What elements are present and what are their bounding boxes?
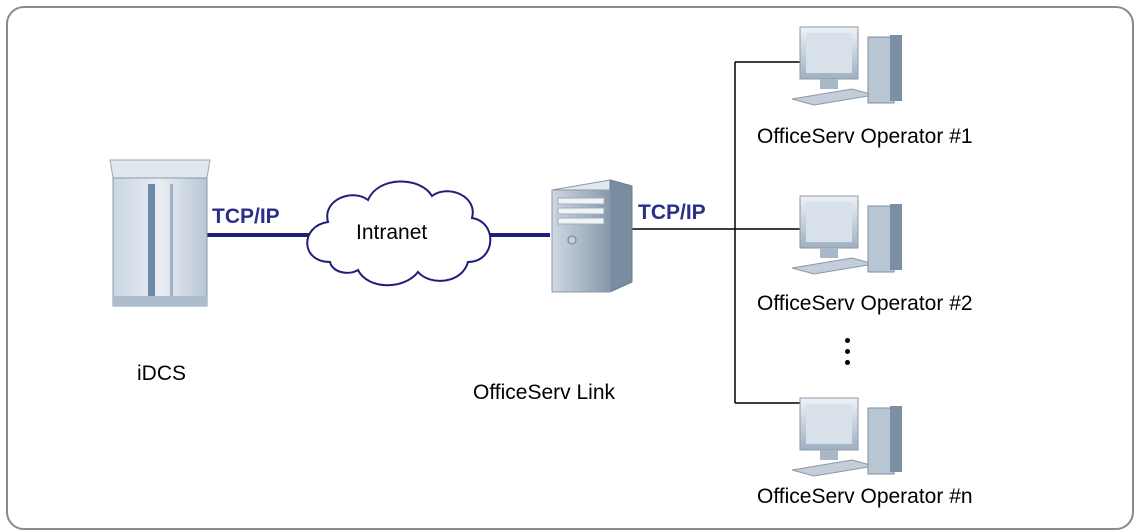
- desktop-computer-icon: [791, 195, 902, 275]
- operator-n-label: OfficeServ Operator #n: [757, 485, 973, 508]
- desktop-computer-icon: [791, 26, 902, 106]
- tower-server-icon: [551, 179, 633, 293]
- operator-1-label: OfficeServ Operator #1: [757, 125, 973, 148]
- left-protocol-label: TCP/IP: [212, 205, 280, 228]
- right-protocol-label: TCP/IP: [638, 201, 706, 224]
- officeserv-link-label: OfficeServ Link: [473, 381, 616, 404]
- ellipsis-dots: [843, 338, 853, 371]
- idcs-label: iDCS: [137, 362, 187, 385]
- rack-server-icon: [109, 159, 211, 307]
- operator-2-label: OfficeServ Operator #2: [757, 292, 973, 315]
- desktop-computer-icon: [791, 397, 902, 477]
- cloud-icon: [306, 180, 492, 287]
- intranet-label: Intranet: [356, 221, 428, 244]
